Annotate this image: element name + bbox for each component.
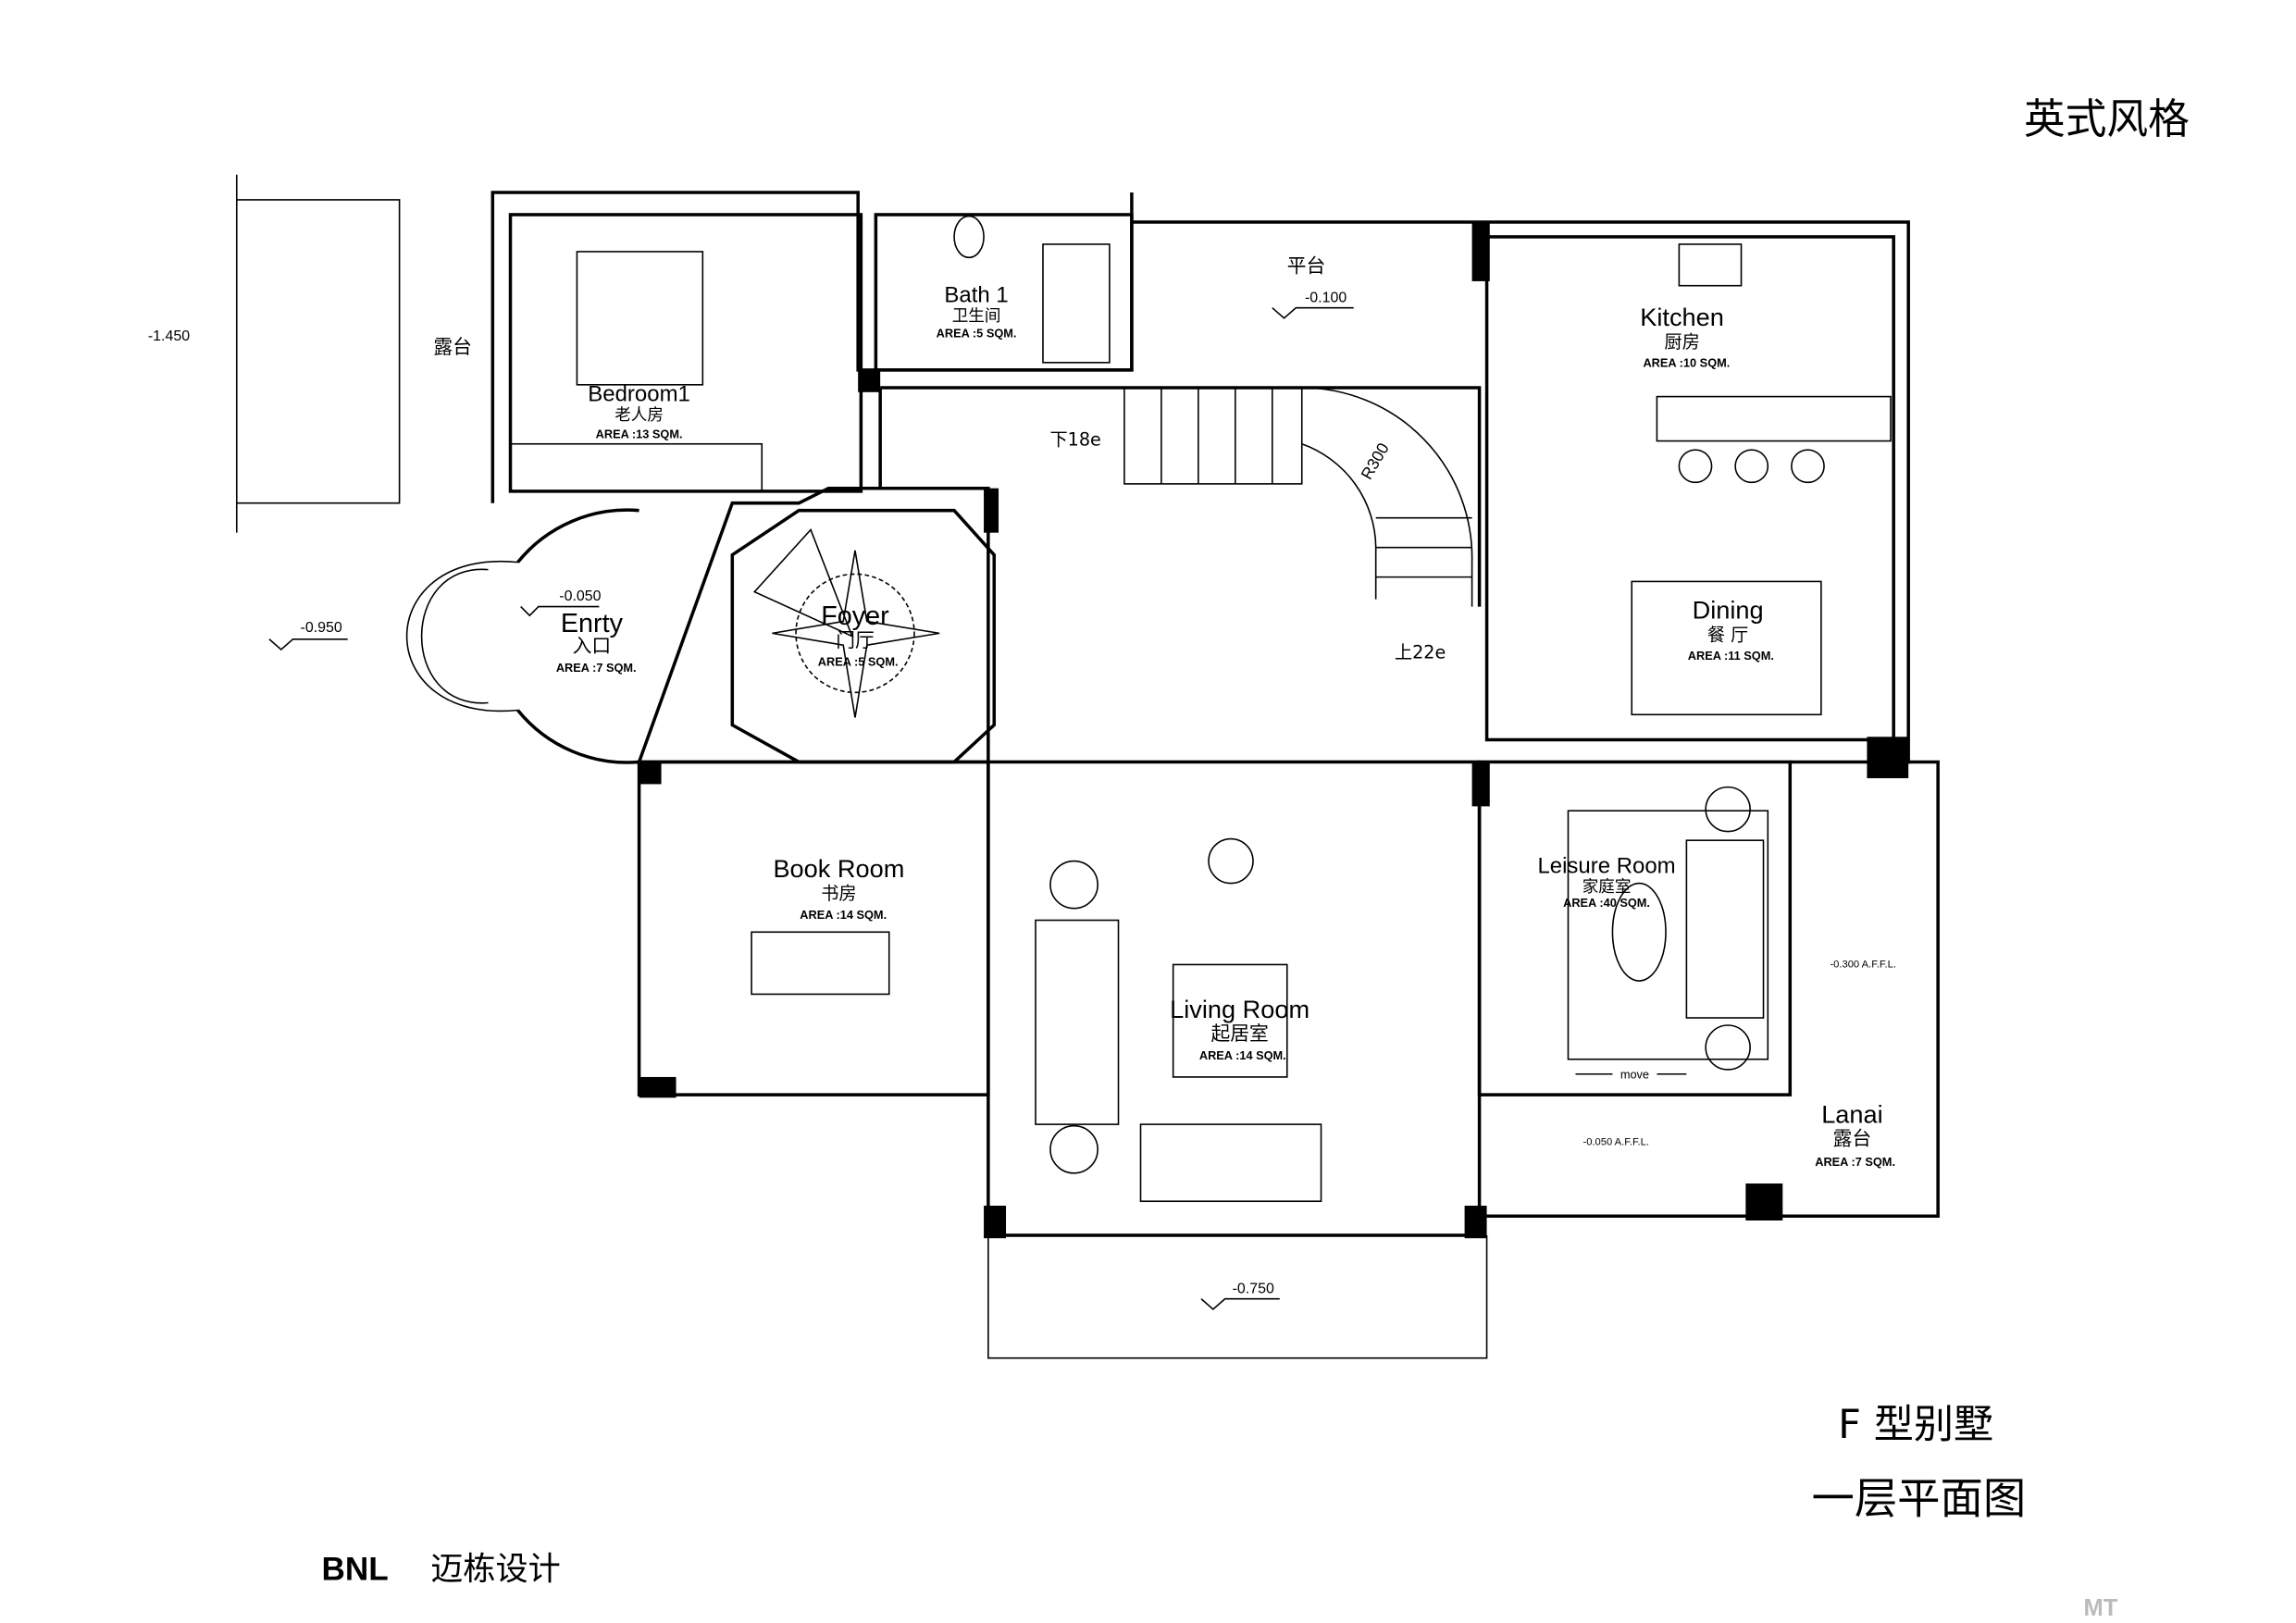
watermark: MT — [2084, 1595, 2118, 1621]
room-name: Kitchen — [1640, 303, 1724, 331]
room-name: Leisure Room — [1537, 853, 1675, 878]
room-leisure: Leisure Room 家庭室 AREA :40 SQM. — [1537, 853, 1675, 910]
room-name-zh: 餐 厅 — [1707, 624, 1748, 645]
room-name-zh: 露台 — [1833, 1127, 1872, 1149]
room-name-zh: 门厅 — [836, 629, 875, 651]
terrace-left-label: 露台 — [433, 336, 472, 358]
brand-name: 迈栋设计 — [430, 1550, 561, 1588]
room-name: Bath 1 — [944, 282, 1008, 307]
room-entry: Enrty 入口 AREA :7 SQM. — [556, 609, 637, 675]
room-name: Bedroom1 — [588, 381, 690, 406]
room-foyer: Foyer 门厅 AREA :5 SQM. — [818, 601, 899, 669]
room-area: AREA :10 SQM. — [1643, 356, 1730, 370]
staircase — [1123, 387, 1473, 607]
title: 英式风格 — [2024, 94, 2190, 143]
room-area: AREA :13 SQM. — [596, 427, 683, 440]
room-lanai: Lanai 露台 AREA :7 SQM. — [1815, 1100, 1895, 1169]
room-area: AREA :11 SQM. — [1688, 649, 1774, 663]
room-name-zh: 老人房 — [614, 406, 664, 425]
room-area: AREA :7 SQM. — [556, 661, 637, 675]
room-dining: Dining 餐 厅 AREA :11 SQM. — [1688, 595, 1774, 663]
level-marker: -0.950 — [301, 620, 342, 636]
room-name-zh: 起居室 — [1210, 1022, 1268, 1045]
level-marker: -1.450 — [148, 328, 190, 344]
radius-label: R300 — [1357, 440, 1392, 483]
room-name-zh: 书房 — [821, 883, 856, 904]
room-area: AREA :14 SQM. — [1199, 1048, 1286, 1062]
room-name: Enrty — [561, 609, 624, 638]
room-living: Living Room 起居室 AREA :14 SQM. — [1170, 995, 1309, 1062]
subtitle-plan: 一层平面图 — [1811, 1474, 2026, 1524]
platform-label: 平台 — [1287, 254, 1326, 277]
room-name-zh: 家庭室 — [1582, 878, 1632, 897]
room-area: AREA :14 SQM. — [800, 908, 887, 922]
room-bath: Bath 1 卫生间 AREA :5 SQM. — [937, 282, 1017, 340]
room-area: AREA :5 SQM. — [818, 655, 899, 669]
level-marker: -0.050 A.F.F.L. — [1582, 1136, 1649, 1147]
room-name-zh: 入口 — [573, 635, 612, 657]
room-area: AREA :7 SQM. — [1815, 1155, 1895, 1169]
level-markers: -1.450 -0.100 -0.950 -0.050 -0.750 -0.30… — [148, 290, 1896, 1310]
stair-up-label: 上22e — [1395, 642, 1446, 663]
brand-logo: BNL — [322, 1551, 389, 1587]
room-name: Dining — [1693, 595, 1764, 624]
move-label: move — [1620, 1068, 1649, 1082]
furniture — [509, 215, 1892, 1203]
walls — [235, 174, 1940, 1359]
level-marker: -0.750 — [1233, 1281, 1274, 1296]
room-name-zh: 厨房 — [1664, 331, 1699, 353]
level-marker: -0.100 — [1305, 290, 1347, 305]
room-area: AREA :40 SQM. — [1563, 896, 1650, 910]
room-name: Living Room — [1170, 995, 1309, 1023]
subtitle-type: F 型别墅 — [1838, 1402, 1993, 1448]
room-name: Foyer — [821, 601, 889, 631]
room-area: AREA :5 SQM. — [937, 327, 1017, 341]
stair-down-label: 下18e — [1049, 428, 1100, 450]
room-name-zh: 卫生间 — [952, 307, 1001, 326]
room-bedroom: Bedroom1 老人房 AREA :13 SQM. — [588, 381, 690, 440]
room-kitchen: Kitchen 厨房 AREA :10 SQM. — [1640, 303, 1730, 370]
level-marker: -0.050 — [559, 588, 601, 604]
room-book: Book Room 书房 AREA :14 SQM. — [773, 854, 904, 922]
room-name: Book Room — [773, 854, 904, 883]
room-name: Lanai — [1821, 1100, 1882, 1129]
level-marker: -0.300 A.F.F.L. — [1830, 960, 1896, 971]
